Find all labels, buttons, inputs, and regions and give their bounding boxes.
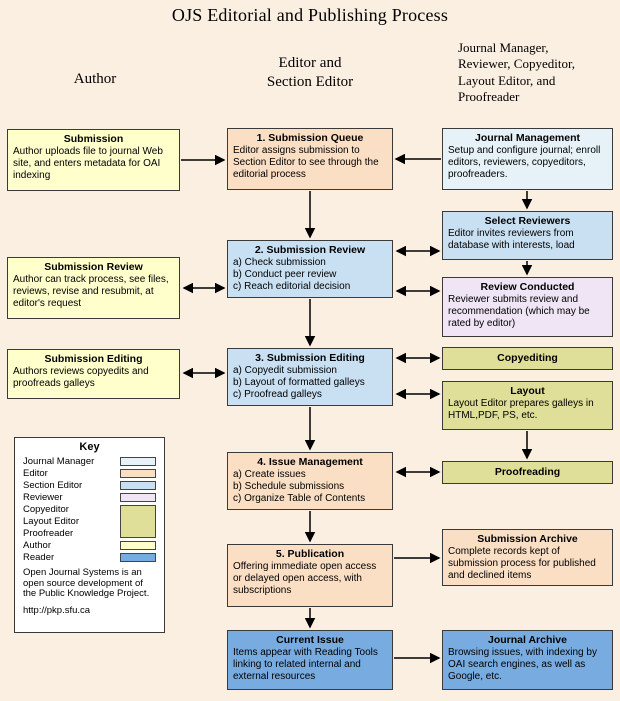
- swatch-journal-manager: [120, 457, 156, 467]
- box-issue-management: 4. Issue Management a) Create issues b) …: [227, 452, 393, 510]
- box-submission-editing: 3. Submission Editing a) Copyedit submis…: [227, 348, 393, 406]
- box-title: Select Reviewers: [484, 215, 571, 227]
- box-body: Editor assigns submission to Section Edi…: [233, 145, 379, 180]
- box-title: Proofreading: [494, 466, 561, 479]
- box-title: 4. Issue Management: [257, 456, 363, 468]
- box-body: Authors reviews copyedits and proofreads…: [13, 366, 149, 390]
- key-label: Proofreader: [23, 528, 74, 540]
- swatch-copyeditor-layout-proofreader: [120, 505, 156, 539]
- box-title: 2. Submission Review: [254, 244, 366, 256]
- swatch-editor: [120, 469, 156, 479]
- box-body: Complete records kept of submission proc…: [448, 546, 596, 581]
- box-title: Current Issue: [276, 634, 344, 646]
- key-title: Key: [79, 441, 100, 453]
- column-header-editor-section-editor: Editor and Section Editor: [266, 55, 354, 90]
- box-submission-review-author: Submission Review Author can track proce…: [7, 257, 180, 319]
- box-submission-queue: 1. Submission Queue Editor assigns submi…: [227, 128, 393, 190]
- box-body: Browsing issues, with indexing by OAI se…: [448, 647, 597, 682]
- box-submission: Submission Author uploads file to journa…: [7, 129, 180, 191]
- key-note: Open Journal Systems is an open source d…: [23, 566, 150, 600]
- box-body: Author uploads file to journal Web site,…: [13, 146, 163, 181]
- box-journal-archive: Journal Archive Browsing issues, with in…: [442, 630, 613, 690]
- box-review-conducted: Review Conducted Reviewer submits review…: [442, 277, 613, 337]
- box-title: 1. Submission Queue: [256, 132, 364, 144]
- key-row-editor: Editor: [23, 468, 156, 480]
- box-body: Offering immediate open access or delaye…: [233, 561, 377, 596]
- swatch-section-editor: [120, 481, 156, 491]
- key-legend: Key Journal Manager Editor Section Edito…: [14, 437, 165, 633]
- box-title: Review Conducted: [480, 281, 575, 293]
- box-title: Submission Archive: [477, 533, 578, 545]
- key-label: Reviewer: [23, 492, 63, 504]
- swatch-reader: [120, 553, 156, 563]
- box-publication: 5. Publication Offering immediate open a…: [227, 544, 393, 607]
- key-row-copyeditor-layout-proofreader: Copyeditor Layout Editor Proofreader: [23, 504, 156, 540]
- box-submission-archive: Submission Archive Complete records kept…: [442, 529, 613, 586]
- swatch-author: [120, 541, 156, 551]
- box-copyediting: Copyediting: [442, 347, 613, 370]
- box-submission-editing-author: Submission Editing Authors reviews copye…: [7, 349, 180, 399]
- box-body: a) Check submission b) Conduct peer revi…: [233, 257, 351, 292]
- box-body: Setup and configure journal; enroll edit…: [448, 145, 601, 180]
- key-label: Author: [23, 540, 51, 552]
- box-title: 5. Publication: [275, 548, 345, 560]
- key-label: Layout Editor: [23, 516, 79, 528]
- box-body: Reviewer submits review and recommendati…: [448, 294, 590, 329]
- box-title: Layout: [510, 385, 545, 397]
- box-title: Copyediting: [497, 352, 558, 365]
- key-row-reviewer: Reviewer: [23, 492, 156, 504]
- box-body: Items appear with Reading Tools linking …: [233, 647, 378, 682]
- key-merged-labels: Copyeditor Layout Editor Proofreader: [23, 504, 79, 540]
- box-body: a) Copyedit submission b) Layout of form…: [233, 365, 365, 400]
- pkp-url: http://pkp.sfu.ca: [23, 604, 91, 616]
- box-proofreading: Proofreading: [442, 461, 613, 484]
- box-title: Submission Editing: [44, 353, 143, 365]
- diagram-title: OJS Editorial and Publishing Process: [171, 5, 449, 25]
- box-layout: Layout Layout Editor prepares galleys in…: [442, 381, 613, 430]
- key-row-author: Author: [23, 540, 156, 552]
- box-title: Submission: [63, 133, 124, 145]
- box-body: Author can track process, see files, rev…: [13, 274, 169, 309]
- column-header-author: Author: [73, 71, 117, 87]
- key-label: Reader: [23, 552, 55, 564]
- box-submission-review: 2. Submission Review a) Check submission…: [227, 240, 393, 298]
- key-row-journal-manager: Journal Manager: [23, 456, 156, 468]
- box-title: Journal Archive: [488, 634, 567, 646]
- column-header-manager-group: Journal Manager, Reviewer, Copyeditor, L…: [458, 40, 576, 104]
- box-body: Layout Editor prepares galleys in HTML,P…: [448, 398, 594, 422]
- key-label: Editor: [23, 468, 48, 480]
- box-current-issue: Current Issue Items appear with Reading …: [227, 630, 393, 690]
- box-select-reviewers: Select Reviewers Editor invites reviewer…: [442, 211, 613, 260]
- key-label: Journal Manager: [23, 456, 95, 468]
- key-row-section-editor: Section Editor: [23, 480, 156, 492]
- key-row-reader: Reader: [23, 552, 156, 564]
- key-label: Copyeditor: [23, 504, 69, 516]
- box-title: Submission Review: [44, 261, 143, 273]
- box-body: a) Create issues b) Schedule submissions…: [233, 469, 366, 504]
- box-journal-management: Journal Management Setup and configure j…: [442, 128, 613, 190]
- box-body: Editor invites reviewers from database w…: [448, 228, 575, 252]
- swatch-reviewer: [120, 493, 156, 503]
- key-label: Section Editor: [23, 480, 83, 492]
- box-title: Journal Management: [474, 132, 581, 144]
- box-title: 3. Submission Editing: [255, 352, 365, 364]
